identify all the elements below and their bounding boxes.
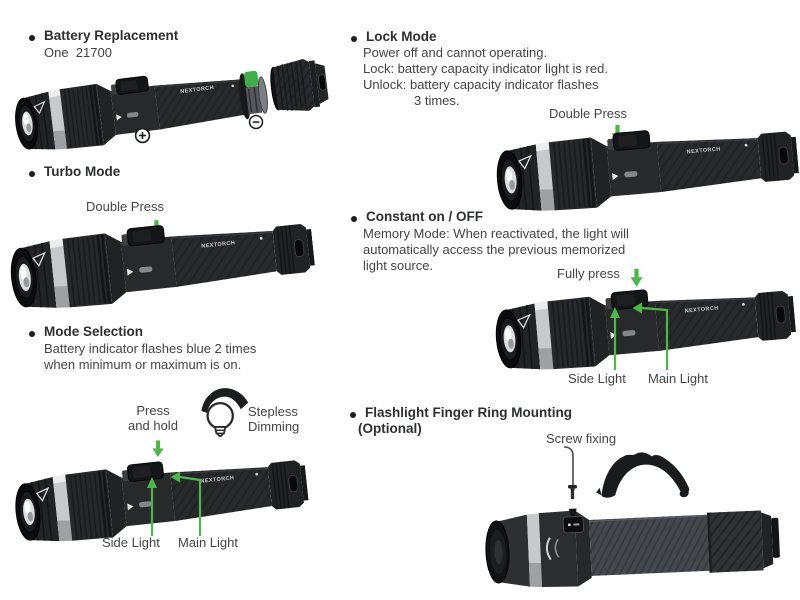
lock-line-3: Unlock: battery capacity indicator flash… — [363, 77, 599, 92]
bullet-dot — [29, 35, 35, 41]
press-label-line2: and hold — [128, 418, 178, 433]
callout-lines — [610, 302, 669, 370]
section-title: Flashlight Finger Ring Mounting — [365, 405, 572, 420]
stepless-dimming-label: Stepless Dimming — [248, 404, 299, 434]
callout-lines — [147, 471, 202, 536]
press-label: Fully press — [557, 266, 620, 281]
press-label: Double Press — [86, 199, 165, 214]
section-title: Battery Replacement — [44, 28, 179, 43]
mode-line-2: when minimum or maximum is on. — [44, 357, 242, 372]
battery-type-text: One 21700 — [44, 45, 112, 60]
dim-label-line2: Dimming — [248, 419, 300, 434]
callout-line — [563, 446, 574, 486]
section-title: Turbo Mode — [44, 164, 121, 179]
press-and-hold-label: Press and hold — [120, 403, 186, 433]
main-light-label: Main Light — [178, 535, 238, 550]
flashlight-battery-open: NEXTORCH — [10, 41, 339, 171]
flashlight-mounting-view — [482, 486, 786, 591]
mode-line-1: Battery indicator flashes blue 2 times — [44, 341, 257, 356]
main-light-label: Main Light — [648, 371, 708, 386]
section-title: Mode Selection — [44, 324, 144, 339]
section-title: Lock Mode — [366, 29, 437, 44]
constant-line-3: light source. — [363, 258, 434, 273]
battery-green — [243, 70, 259, 88]
lock-line-1: Power off and cannot operating. — [363, 45, 548, 60]
press-label-line1: Press — [136, 403, 170, 418]
section-title: Constant on / OFF — [366, 209, 483, 224]
bullet-dot — [29, 171, 35, 177]
constant-line-2: automatically access the previous memori… — [363, 242, 626, 257]
flashlight-illustration — [482, 486, 786, 591]
bullet-dot — [29, 331, 35, 337]
screw-fixing-label: Screw fixing — [546, 431, 617, 446]
lock-line-4: 3 times. — [414, 93, 460, 108]
press-label: Double Press — [549, 106, 628, 121]
constant-line-1: Memory Mode: When reactivated, the light… — [363, 226, 629, 241]
lock-line-2: Lock: battery capacity indicator light i… — [363, 61, 608, 76]
bullet-dot — [351, 36, 357, 42]
flashlight-illustration — [11, 55, 331, 157]
side-light-label: Side Light — [568, 371, 626, 386]
dim-label-line1: Stepless — [248, 404, 298, 419]
screw-icon — [568, 485, 577, 499]
side-light-label: Side Light — [102, 535, 160, 550]
bullet-dot — [351, 216, 357, 222]
section-subtitle: (Optional) — [358, 421, 422, 436]
bullet-dot — [350, 412, 356, 418]
